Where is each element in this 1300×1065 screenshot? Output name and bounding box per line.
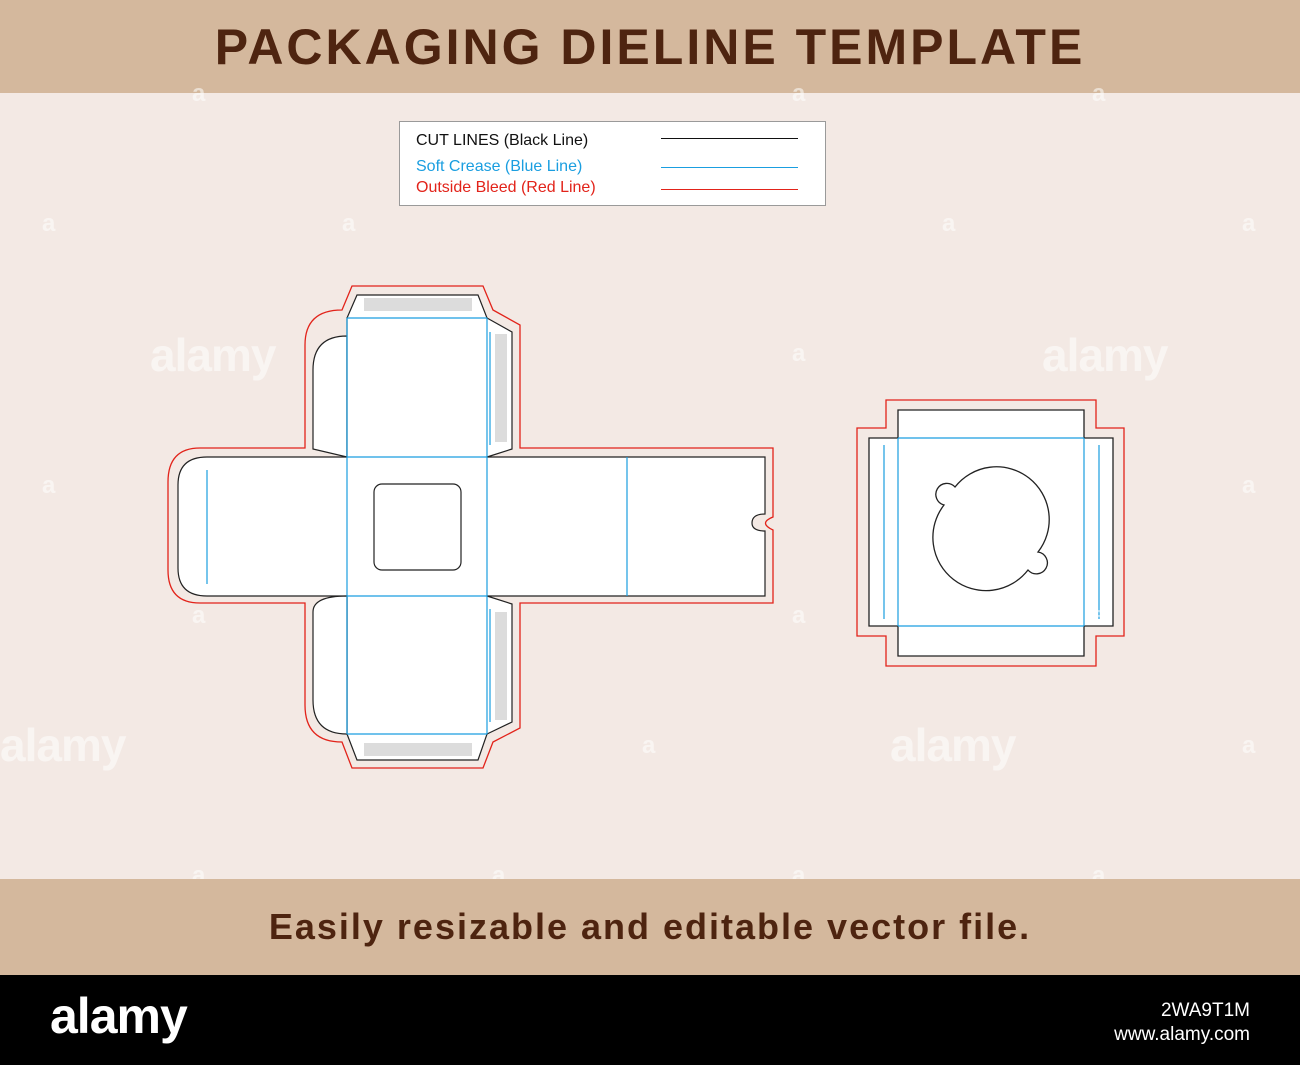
watermark-mark: a: [792, 340, 806, 367]
stock-site: www.alamy.com: [1114, 1024, 1250, 1045]
box-net-bleed: [167, 285, 774, 769]
box-net: [167, 285, 774, 769]
glue-area-bottom: [364, 743, 472, 756]
glue-area-right-top: [495, 334, 507, 442]
watermark-mark: a: [1242, 732, 1256, 759]
watermark-word: alamy: [150, 329, 276, 381]
footer-banner: Easily resizable and editable vector fil…: [0, 879, 1300, 975]
watermark-mark: a: [1092, 602, 1106, 629]
watermark-mark: a: [342, 210, 356, 237]
watermark-mark: a: [192, 80, 206, 107]
page-title: PACKAGING DIELINE TEMPLATE: [214, 18, 1086, 75]
legend-label-crease: Soft Crease (Blue Line): [416, 158, 583, 175]
lid-net: [856, 399, 1125, 667]
line-legend: CUT LINES (Black Line) Soft Crease (Blue…: [399, 121, 826, 206]
watermark-word: alamy: [890, 719, 1016, 771]
box-net-cut-outline: [312, 335, 348, 458]
legend-label-cut: CUT LINES (Black Line): [416, 132, 589, 149]
stock-info: 2WA9T1M www.alamy.com: [1114, 999, 1250, 1047]
watermark-mark: a: [792, 602, 806, 629]
stock-image-id: 2WA9T1M: [1160, 1000, 1250, 1021]
lid-circle-window: [932, 466, 1050, 592]
window-cutout: [373, 483, 462, 571]
watermark-mark: a: [192, 602, 206, 629]
watermark-mark: a: [1242, 210, 1256, 237]
legend-line-cut: [661, 138, 798, 139]
watermark-mark: a: [942, 210, 956, 237]
stock-bar: alamy 2WA9T1M www.alamy.com: [0, 975, 1300, 1065]
footer-tagline: Easily resizable and editable vector fil…: [268, 906, 1032, 947]
box-net-creases: [206, 317, 628, 735]
watermark-mark: a: [1242, 472, 1256, 499]
legend-label-bleed: Outside Bleed (Red Line): [416, 179, 596, 196]
watermark-mark: a: [642, 732, 656, 759]
watermark-mark: a: [42, 210, 56, 237]
watermark-word: alamy: [0, 719, 126, 771]
header-banner: PACKAGING DIELINE TEMPLATE: [0, 0, 1300, 93]
lid-bleed: [856, 399, 1125, 667]
glue-area-right-bottom: [495, 612, 507, 720]
glue-area-top: [364, 298, 472, 311]
lid-creases: [883, 437, 1100, 627]
box-net-cut-bottom-flap: [312, 595, 348, 735]
watermark-mark: a: [42, 472, 56, 499]
watermark-mark: a: [1092, 80, 1106, 107]
watermark-word: alamy: [1042, 329, 1168, 381]
stock-logo: alamy: [50, 988, 188, 1044]
watermark-mark: a: [792, 80, 806, 107]
legend-line-bleed: [661, 189, 798, 190]
box-net-cut-main: [177, 294, 766, 761]
legend-line-crease: [661, 167, 798, 168]
